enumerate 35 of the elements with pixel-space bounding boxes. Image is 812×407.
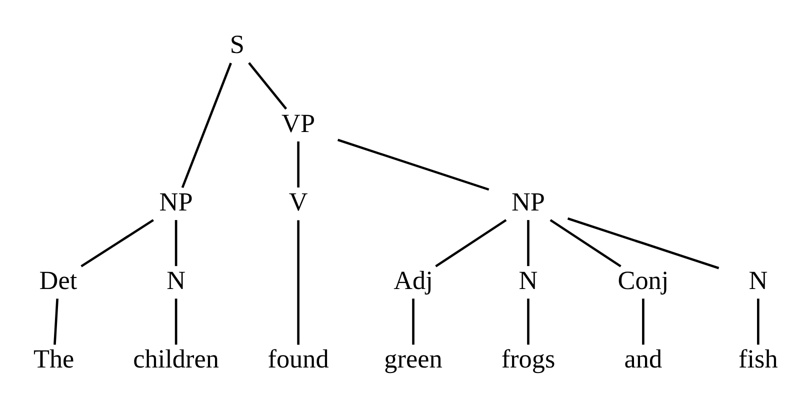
node-text: NP	[159, 186, 193, 216]
connector	[757, 298, 760, 344]
connector	[527, 220, 530, 266]
node-text: and	[624, 344, 662, 374]
node-text: Det	[39, 265, 78, 294]
node-text: green	[384, 344, 442, 374]
node-text: N	[518, 265, 538, 294]
node-text: children	[133, 344, 219, 374]
connector	[550, 218, 622, 267]
node-text: found	[268, 344, 329, 374]
node-text: The	[33, 344, 74, 374]
node-text: N	[748, 265, 768, 294]
connector	[642, 298, 644, 344]
connector	[174, 220, 178, 266]
node-text: VP	[282, 108, 316, 138]
node-text: Conj	[618, 265, 669, 294]
connector	[297, 140, 300, 187]
connector	[527, 298, 530, 344]
connector	[412, 298, 414, 344]
connector	[54, 298, 58, 344]
connector	[567, 216, 720, 269]
connector	[337, 138, 490, 190]
node-text: N	[166, 265, 186, 294]
connector	[435, 218, 507, 267]
node-text: S	[230, 30, 244, 59]
node-text: fish	[738, 344, 778, 374]
connector	[248, 62, 288, 110]
node-text: Adj	[394, 265, 433, 294]
connector	[80, 218, 154, 267]
node-text: NP	[512, 186, 545, 216]
node-text: V	[288, 186, 308, 216]
connector	[181, 62, 232, 188]
connector	[297, 220, 300, 344]
connector	[174, 298, 178, 344]
node-text: frogs	[501, 344, 556, 374]
